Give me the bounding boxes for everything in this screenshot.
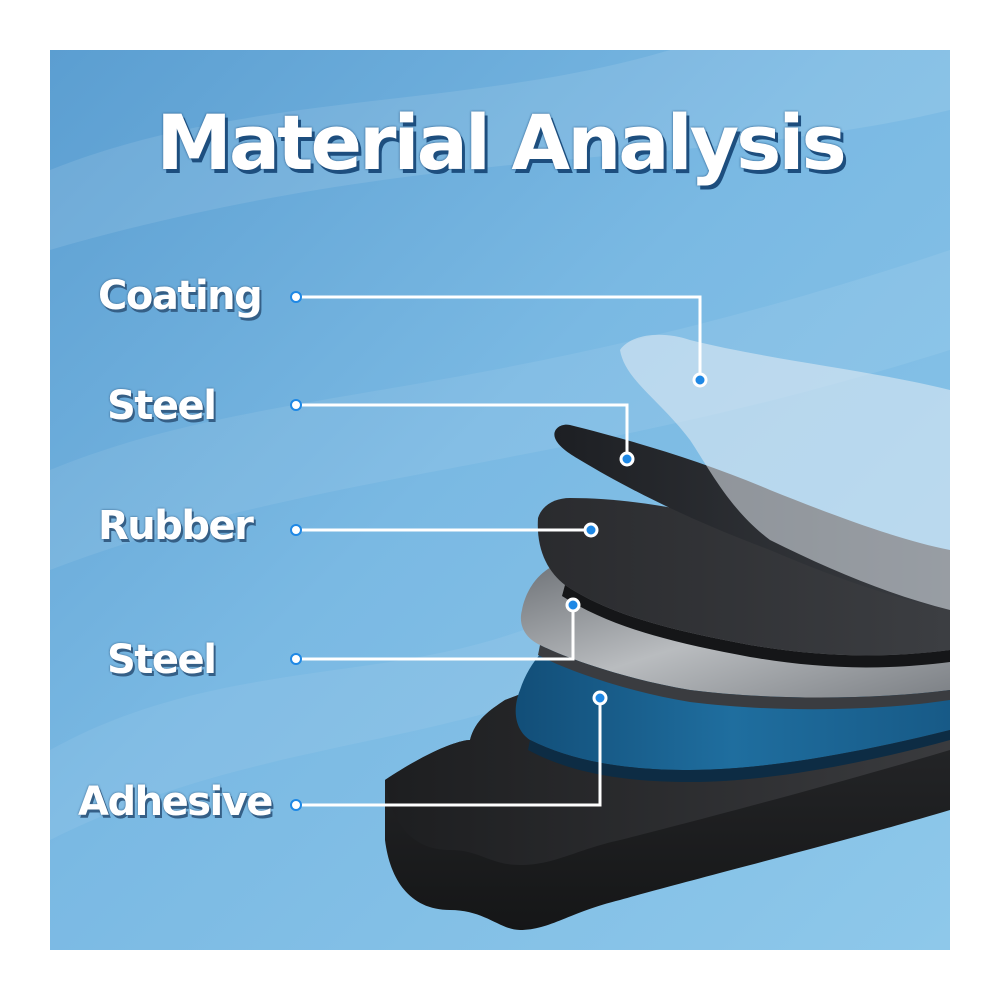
dot-coating-start (290, 291, 302, 303)
label-steel-top: Steel (107, 383, 217, 429)
leader-line-steel-top (296, 403, 629, 459)
dot-rubber-start (290, 524, 302, 536)
dot-adhesive-start (290, 799, 302, 811)
layer-stack-diagram (290, 291, 950, 930)
leader-line-coating (296, 295, 702, 380)
dot-coating-end (692, 372, 708, 388)
label-adhesive: Adhesive (78, 779, 273, 825)
leader-line-steel-bottom (296, 605, 575, 661)
leader-lines (296, 295, 702, 807)
dot-steel-top-end (619, 451, 635, 467)
coating-layer (620, 334, 950, 610)
leader-line-adhesive (296, 698, 602, 807)
dot-rubber-end (583, 522, 599, 538)
label-coating: Coating (98, 273, 263, 319)
label-rubber: Rubber (98, 503, 254, 549)
dot-steel-bottom-start (290, 653, 302, 665)
label-dots (290, 291, 302, 811)
page-title: Material Analysis (156, 98, 846, 187)
rubber-layer (537, 498, 950, 668)
dot-steel-top-start (290, 399, 302, 411)
diagram-panel: Material Analysis (50, 50, 950, 950)
layer-dots (565, 372, 708, 706)
dot-adhesive-end (592, 690, 608, 706)
label-steel-bottom: Steel (107, 637, 217, 683)
dot-steel-bottom-end (565, 597, 581, 613)
